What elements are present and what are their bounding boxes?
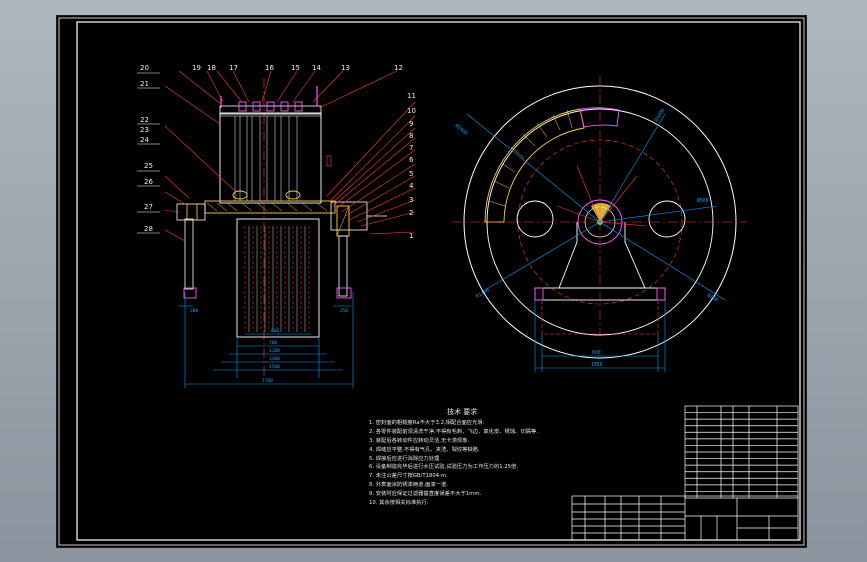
balloon: 3 [409, 196, 413, 204]
balloon: 26 [144, 178, 153, 186]
requirement-line: 4. 焊缝应平整,不得有气孔、夹渣、裂纹等缺陷. [369, 446, 480, 453]
drawing-sheet: 20 19 18 17 16 15 14 13 12 21 22 23 24 2… [56, 15, 807, 548]
dim-text: 250 [340, 308, 348, 314]
left-nozzle [176, 203, 206, 221]
dim-text: 1700 [262, 378, 273, 384]
front-leaders [164, 70, 416, 242]
support-bracket [558, 222, 646, 289]
balloon: 18 [207, 64, 216, 72]
requirement-line: 6. 设备制造完毕后进行水压试验,试验压力为工作压力的1.25倍. [369, 464, 519, 471]
dim-text: Ø2400 [454, 122, 470, 137]
balloon: 8 [409, 132, 413, 140]
requirements-title: 技术 要求 [447, 408, 478, 416]
balloon: 20 [140, 64, 149, 72]
balloon: 16 [265, 64, 274, 72]
balloon: 17 [229, 64, 238, 72]
balloon: 22 [140, 116, 149, 124]
balloon: 27 [144, 203, 153, 211]
dim-text: R1100 [475, 287, 491, 299]
balloon: 11 [407, 92, 416, 100]
left-balloon-underlines [137, 72, 160, 234]
balloon: 10 [407, 107, 416, 115]
technical-requirements: 技术 要求 1. 密封面的粗糙度Ra不大于3.2,相配合面应光滑. 2. 各零件… [369, 408, 619, 508]
balloon: 13 [341, 64, 350, 72]
dim-text: 200 [190, 308, 198, 314]
hatched-arc [484, 108, 585, 223]
balloon: 6 [409, 156, 414, 164]
balloon: 14 [312, 64, 321, 72]
cad-drawing: 20 19 18 17 16 15 14 13 12 21 22 23 24 2… [58, 17, 805, 546]
balloon-labels: 20 19 18 17 16 15 14 13 12 21 22 23 24 2… [140, 64, 416, 240]
requirement-line: 10. 其余按相关标准执行. [369, 500, 429, 507]
dim-text: 600 [592, 350, 601, 356]
plan-dimension-lines [466, 113, 726, 372]
balloon: 4 [409, 182, 414, 190]
top-cover [219, 105, 322, 115]
dim-text: 780 [269, 340, 277, 346]
tank-upper-shell [219, 112, 322, 204]
left-leg [184, 218, 194, 290]
front-dimension-lines [179, 292, 354, 388]
front-section-view [164, 70, 416, 388]
balloon: 9 [409, 120, 413, 128]
balloon: 12 [394, 64, 403, 72]
dim-text: 1100 [269, 348, 280, 354]
balloon: 2 [409, 209, 413, 217]
balloon: 28 [144, 225, 153, 233]
front-dimension-text: 600 780 1100 1300 1500 1700 200 250 [190, 308, 348, 384]
tank-lower-shell [236, 218, 320, 338]
plan-dimension-text: 600 1050 Ø2400 Ø1600 Ø500 R1100 Ø100 [454, 107, 720, 368]
requirement-line: 1. 密封面的粗糙度Ra不大于3.2,相配合面应光滑. [369, 419, 485, 426]
requirement-line: 2. 各零件装配前须清洗干净,不得有毛刺、飞边、氧化皮、锈蚀、切屑等. [369, 428, 539, 435]
plan-view [452, 76, 747, 372]
requirement-line: 3. 装配后各转动件应转动灵活,无卡滞现象. [369, 437, 470, 444]
filter-elements [234, 116, 298, 201]
title-block [571, 405, 799, 541]
balloon: 25 [144, 162, 153, 170]
dim-text: Ø100 [706, 292, 720, 304]
dim-text: 1050 [591, 362, 603, 368]
dim-text: 600 [271, 328, 279, 334]
balloon: 23 [140, 126, 149, 134]
balloon: 19 [192, 64, 201, 72]
drawing-frame [76, 21, 801, 541]
balloon: 1 [409, 232, 413, 240]
requirement-line: 9. 安装时应保证过滤器垂直度误差不大于1mm. [369, 491, 482, 498]
right-leg [338, 235, 348, 297]
dim-text: 1300 [269, 356, 280, 362]
balloon: 24 [140, 136, 149, 144]
balloon: 15 [291, 64, 300, 72]
requirement-line: 5. 焊接后应进行消除应力处理. [369, 455, 441, 462]
balloon: 21 [140, 80, 149, 88]
requirement-line: 8. 外表面涂防锈漆两道,面漆一道. [369, 482, 448, 489]
dim-text: Ø500 [697, 197, 709, 204]
requirement-line: 7. 未注公差尺寸按GB/T1804-m. [369, 473, 448, 480]
dim-text: 1500 [269, 364, 280, 370]
balloon: 7 [409, 144, 413, 152]
sheet-border [58, 17, 805, 546]
balloon: 5 [409, 170, 413, 178]
top-bolts [238, 101, 303, 112]
